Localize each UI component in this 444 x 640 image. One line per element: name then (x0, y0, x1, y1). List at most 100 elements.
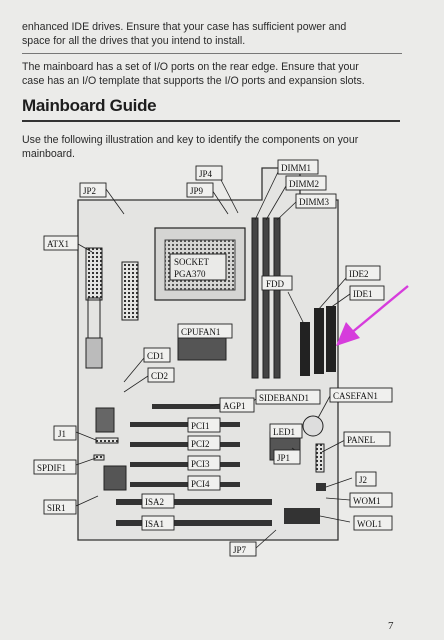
spdif1-label: SPDIF1 (37, 463, 66, 473)
drives-paragraph-line-2: space for all the drives that you intend… (22, 35, 246, 47)
cpufan1-box (177, 323, 233, 339)
io-paragraph-line-1: The mainboard has a set of I/O ports on … (22, 61, 359, 73)
panel-header (315, 443, 325, 473)
isa1-label: ISA1 (145, 519, 164, 529)
spdif-header (93, 454, 105, 461)
annotation-arrow (336, 285, 409, 346)
ide2-label: IDE2 (349, 269, 369, 279)
jp2-label: JP2 (83, 186, 96, 196)
jp4-label: JP4 (199, 169, 213, 179)
dimm1-label: DIMM1 (281, 163, 311, 173)
intro-paragraph-line-2: mainboard. (22, 148, 75, 160)
atx1-box (43, 235, 79, 251)
pci1-box (187, 417, 221, 433)
isa2-box (141, 493, 175, 509)
io-paragraph-line-2: case has an I/O template that supports t… (22, 75, 365, 87)
sir1-box (43, 499, 77, 515)
dimm-slot-3 (273, 217, 281, 379)
chipset-bios (95, 407, 115, 433)
cd1-label: CD1 (147, 351, 164, 361)
isa-slot-2 (116, 499, 272, 505)
casefan1-box (329, 387, 393, 403)
jp7-box (229, 541, 257, 557)
jp4-box (195, 165, 223, 181)
j1-label: J1 (58, 429, 66, 439)
ide1-box (349, 285, 385, 301)
wol1-box (353, 515, 393, 531)
jp7-label: JP7 (233, 545, 247, 555)
cd2-label: CD2 (151, 371, 168, 381)
jp9-box (186, 182, 214, 198)
section-title: Mainboard Guide (22, 96, 157, 115)
wom1-label: WOM1 (353, 496, 381, 506)
panel-box (343, 431, 391, 447)
agp1-box (219, 397, 255, 413)
dimm3-box (295, 193, 337, 209)
j1-box (53, 425, 77, 441)
leader-lines (75, 171, 353, 549)
paragraph-divider (22, 53, 402, 54)
wol1-label: WOL1 (357, 519, 382, 529)
pci2-label: PCI2 (191, 439, 210, 449)
led1-label: LED1 (273, 427, 295, 437)
atx1-label: ATX1 (47, 239, 69, 249)
cd1-box (143, 347, 171, 363)
sideband1-box (255, 389, 321, 405)
jp9-label: JP9 (190, 186, 204, 196)
socket-label-line2: PGA370 (174, 269, 206, 279)
pci4-label: PCI4 (191, 479, 210, 489)
j2-label: J2 (359, 475, 367, 485)
dimm2-label: DIMM2 (289, 179, 319, 189)
dimm-slot-2 (262, 217, 270, 379)
socket-label-line1: SOCKET (174, 257, 210, 267)
cpufan1-label: CPUFAN1 (181, 327, 220, 337)
j2-header (316, 483, 326, 491)
fdd-connector (300, 322, 310, 376)
intro-paragraph-line-1: Use the following illustration and key t… (22, 134, 359, 146)
wol-header (284, 508, 320, 524)
isa2-label: ISA2 (145, 497, 164, 507)
pci-slot-3 (130, 462, 240, 467)
dimm-slot-1 (251, 217, 259, 379)
dimm1-box (277, 159, 319, 175)
ide2-box (345, 265, 381, 281)
pci3-label: PCI3 (191, 459, 210, 469)
pci-slot-4 (130, 482, 240, 487)
sir1-label: SIR1 (47, 503, 66, 513)
pci-slot-1 (130, 422, 240, 427)
isa-slot-1 (116, 520, 272, 526)
ide1-connector (326, 306, 336, 372)
wom1-box (349, 492, 393, 508)
pci1-label: PCI1 (191, 421, 210, 431)
pci2-box (187, 435, 221, 451)
label-boxes (33, 159, 393, 557)
cd2-box (147, 367, 175, 383)
page-number: 7 (388, 620, 394, 632)
pci4-box (187, 475, 221, 491)
fdd-box (261, 275, 293, 291)
section-title-rule (22, 120, 400, 122)
dimm3-label: DIMM3 (299, 197, 330, 207)
io-header (121, 261, 139, 321)
drives-paragraph-line-1: enhanced IDE drives. Ensure that your ca… (22, 21, 347, 33)
spdif1-box (33, 459, 77, 475)
battery (302, 415, 324, 437)
j1-header (95, 437, 119, 444)
atx-connector (85, 247, 103, 301)
jp1-box (273, 449, 301, 465)
isa1-box (141, 515, 175, 531)
ide2-connector (314, 308, 324, 374)
socket-label-box (169, 253, 227, 281)
led1-box (269, 423, 303, 439)
jp2-box (79, 182, 107, 198)
jp1-label: JP1 (277, 453, 290, 463)
ide1-label: IDE1 (353, 289, 373, 299)
pci3-box (187, 455, 221, 471)
casefan1-label: CASEFAN1 (333, 391, 378, 401)
chipset-south (103, 465, 127, 491)
serial-port (85, 337, 103, 369)
pci-slot-2 (130, 442, 240, 447)
fdd-label: FDD (266, 279, 285, 289)
